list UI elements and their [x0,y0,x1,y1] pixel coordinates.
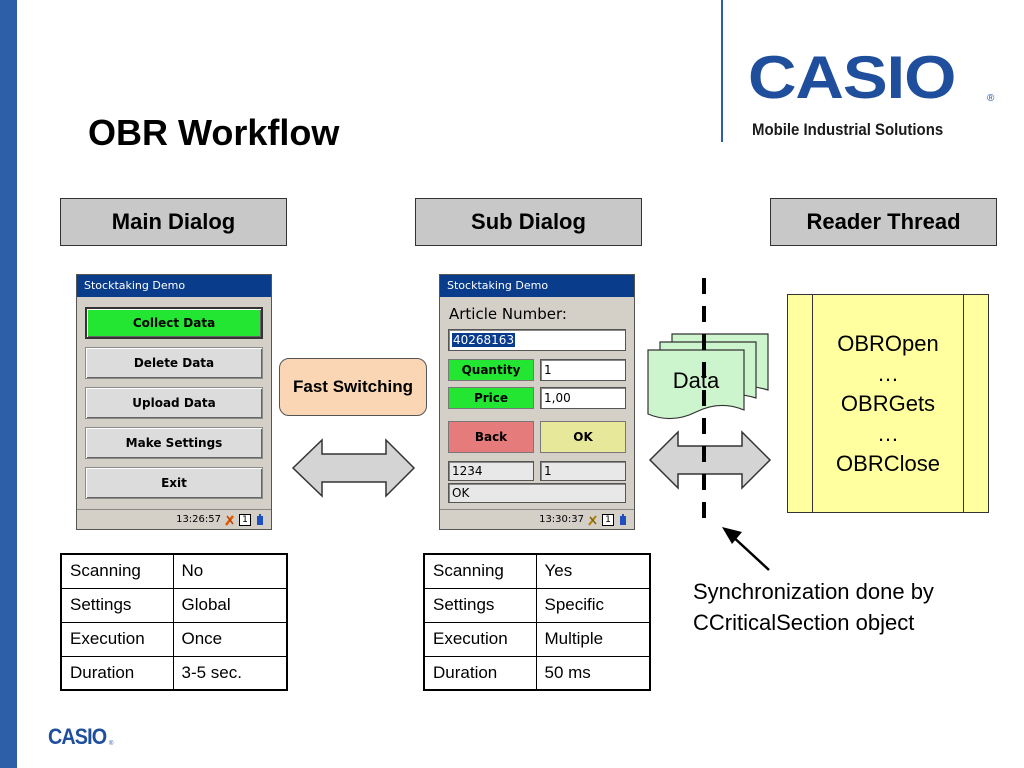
make-settings-button[interactable]: Make Settings [85,427,263,459]
table-cell: Settings [60,587,174,623]
main-status-badge: 1 [239,513,251,526]
main-status-bar: 13:26:57 1 [77,509,271,529]
double-arrow-left [291,438,416,498]
exit-button[interactable]: Exit [85,467,263,499]
price-input[interactable]: 1,00 [540,387,626,409]
brand-tagline: Mobile Industrial Solutions [752,120,944,139]
header-divider [721,0,723,142]
reader-calls: OBROpen … OBRGets … OBRClose [812,294,964,513]
obr-open: OBROpen [837,330,939,356]
back-button[interactable]: Back [448,421,534,453]
sub-status-badge: 1 [602,513,614,526]
reader-thread-header: Reader Thread [770,198,997,246]
table-cell: 50 ms [535,655,651,691]
data-document-stack [647,333,769,420]
table-cell: Scanning [60,553,174,589]
table-cell: Scanning [423,553,537,589]
double-arrow-right [648,430,772,490]
table-cell: Global [172,587,288,623]
footer-casio-logo: CASIO [48,724,107,749]
sub-dialog-window: Stocktaking Demo Article Number: 4026816… [439,274,635,530]
delete-data-button[interactable]: Delete Data [85,347,263,379]
wrench-icon [588,514,597,526]
main-dialog-window: Stocktaking Demo Collect Data Delete Dat… [76,274,272,530]
ellipsis-1: … [877,360,899,386]
battery-icon [620,513,626,525]
table-cell: No [172,553,288,589]
table-cell: 3-5 sec. [172,655,288,691]
obr-gets: OBRGets [840,390,936,416]
sync-pointer-line [729,533,770,571]
reader-thread-box: OBROpen … OBRGets … OBRClose [787,294,989,513]
main-dialog-header: Main Dialog [60,198,287,246]
collect-data-button[interactable]: Collect Data [85,307,263,339]
table-cell: Execution [423,621,537,657]
ellipsis-2: … [877,420,899,446]
readout-field-a: 1234 [448,461,534,481]
footer-registered-mark: ® [109,741,114,747]
sync-pointer-head [722,527,742,544]
table-cell: Duration [423,655,537,691]
readout-field-b: 1 [540,461,626,481]
status-line-field: OK [448,483,626,503]
table-cell: Settings [423,587,537,623]
data-label: Data [672,368,720,393]
quantity-input[interactable]: 1 [540,359,626,381]
sub-window-title: Stocktaking Demo [440,275,634,297]
sub-dialog-header: Sub Dialog [415,198,642,246]
thread-boundary-line [702,278,706,524]
sync-note: Synchronization done by CCriticalSection… [693,576,934,638]
registered-mark: ® [987,93,995,104]
sync-note-line-2: CCriticalSection object [693,610,915,635]
battery-icon [257,513,263,525]
sync-note-line-1: Synchronization done by [693,579,934,604]
table-cell: Specific [535,587,651,623]
casio-logo: CASIO [748,44,956,111]
obr-close: OBRClose [836,450,940,476]
main-window-title: Stocktaking Demo [77,275,271,297]
tools-icon [225,514,234,526]
sub-status-bar: 13:30:37 1 [440,509,634,529]
upload-data-button[interactable]: Upload Data [85,387,263,419]
fast-switching-box: Fast Switching [279,358,427,416]
left-accent-bar [0,0,17,768]
sub-status-time: 13:30:37 [539,514,584,525]
table-cell: Execution [60,621,174,657]
article-number-value: 40268163 [452,333,516,347]
slide-title: OBR Workflow [88,112,340,153]
table-cell: Yes [535,553,651,589]
table-cell: Duration [60,655,174,691]
quantity-button[interactable]: Quantity [448,359,534,381]
table-cell: Once [172,621,288,657]
table-cell: Multiple [535,621,651,657]
ok-button[interactable]: OK [540,421,626,453]
main-status-time: 13:26:57 [176,514,221,525]
price-button[interactable]: Price [448,387,534,409]
article-number-label: Article Number: [449,305,567,323]
article-number-input[interactable]: 40268163 [448,329,626,351]
